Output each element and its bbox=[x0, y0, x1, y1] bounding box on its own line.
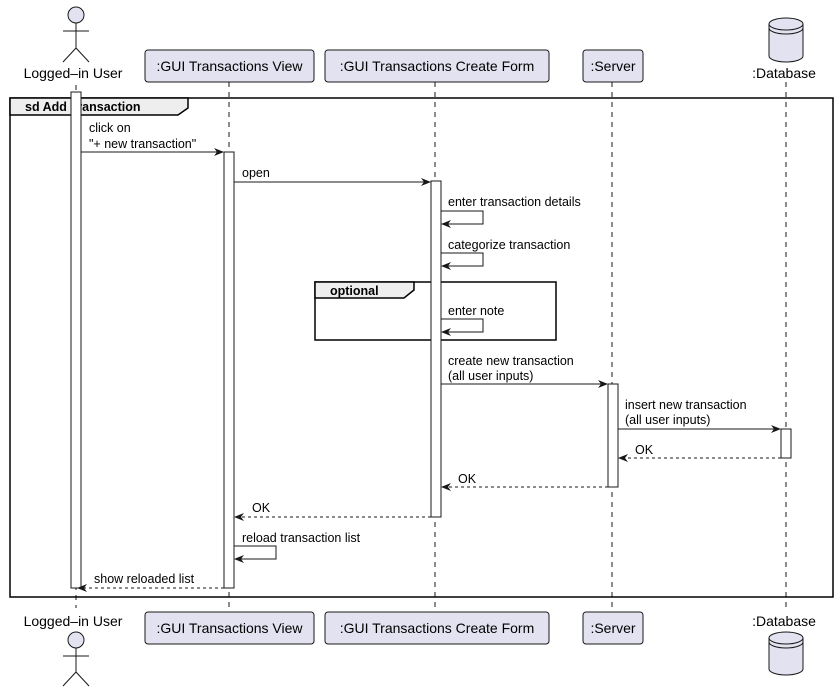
participant-form-label-bottom: :GUI Transactions Create Form bbox=[340, 620, 535, 636]
participant-database-label-bottom: :Database bbox=[752, 613, 816, 629]
msg-categorize-label: categorize transaction bbox=[448, 238, 570, 252]
participant-form-bottom: :GUI Transactions Create Form bbox=[324, 611, 550, 645]
participant-server-bottom: :Server bbox=[582, 611, 644, 645]
msg-show-label: show reloaded list bbox=[94, 572, 195, 586]
participant-form-top: :GUI Transactions Create Form bbox=[324, 49, 550, 83]
msg-reload-arrow bbox=[234, 545, 277, 563]
msg-click-label-1: click on bbox=[89, 121, 131, 135]
messages bbox=[77, 148, 781, 592]
frame-title: sd Add Transaction bbox=[25, 100, 141, 114]
participant-view-label-bottom: :GUI Transactions View bbox=[156, 620, 303, 636]
participant-user-label-top: Logged–in User bbox=[24, 65, 123, 81]
participant-database-label-top: :Database bbox=[752, 65, 816, 81]
msg-enter-note-label: enter note bbox=[448, 304, 504, 318]
msg-enter-note-arrow bbox=[441, 318, 484, 336]
activation-form bbox=[430, 180, 442, 518]
msg-reload-label: reload transaction list bbox=[242, 531, 361, 545]
msg-open-label: open bbox=[242, 166, 270, 180]
activations bbox=[70, 91, 792, 589]
frame-sd: sd Add Transaction bbox=[9, 97, 834, 598]
activation-database bbox=[780, 428, 792, 459]
participant-form-label-top: :GUI Transactions Create Form bbox=[340, 58, 535, 74]
msg-ok-form-label: OK bbox=[252, 501, 271, 515]
actor-user-bottom bbox=[62, 631, 90, 687]
msg-insert-label-2: (all user inputs) bbox=[625, 413, 710, 427]
participant-view-top: :GUI Transactions View bbox=[144, 49, 315, 83]
msg-ok-server-label: OK bbox=[458, 472, 477, 486]
participant-server-label-bottom: :Server bbox=[590, 620, 635, 636]
database-icon-top bbox=[768, 17, 804, 63]
participant-server-label-top: :Server bbox=[590, 58, 635, 74]
message-labels: click on "+ new transaction" open enter … bbox=[89, 121, 747, 586]
database-icon-bottom bbox=[768, 631, 804, 676]
msg-click-label-2: "+ new transaction" bbox=[89, 137, 196, 151]
msg-enter-details-label: enter transaction details bbox=[448, 195, 581, 209]
msg-ok-db-label: OK bbox=[635, 443, 654, 457]
participant-view-label-top: :GUI Transactions View bbox=[156, 58, 303, 74]
msg-create-label-1: create new transaction bbox=[448, 354, 574, 368]
activation-server bbox=[607, 383, 619, 488]
activation-user bbox=[70, 91, 82, 589]
msg-enter-details-arrow bbox=[441, 210, 484, 228]
msg-categorize-arrow bbox=[441, 252, 484, 270]
participant-view-bottom: :GUI Transactions View bbox=[144, 611, 315, 645]
optional-label: optional bbox=[330, 284, 379, 298]
actor-user-top bbox=[62, 6, 90, 63]
msg-create-label-2: (all user inputs) bbox=[448, 369, 533, 383]
msg-insert-label-1: insert new transaction bbox=[625, 398, 747, 412]
activation-view bbox=[223, 151, 235, 589]
participant-user-label-bottom: Logged–in User bbox=[24, 613, 123, 629]
participant-server-top: :Server bbox=[582, 49, 644, 83]
